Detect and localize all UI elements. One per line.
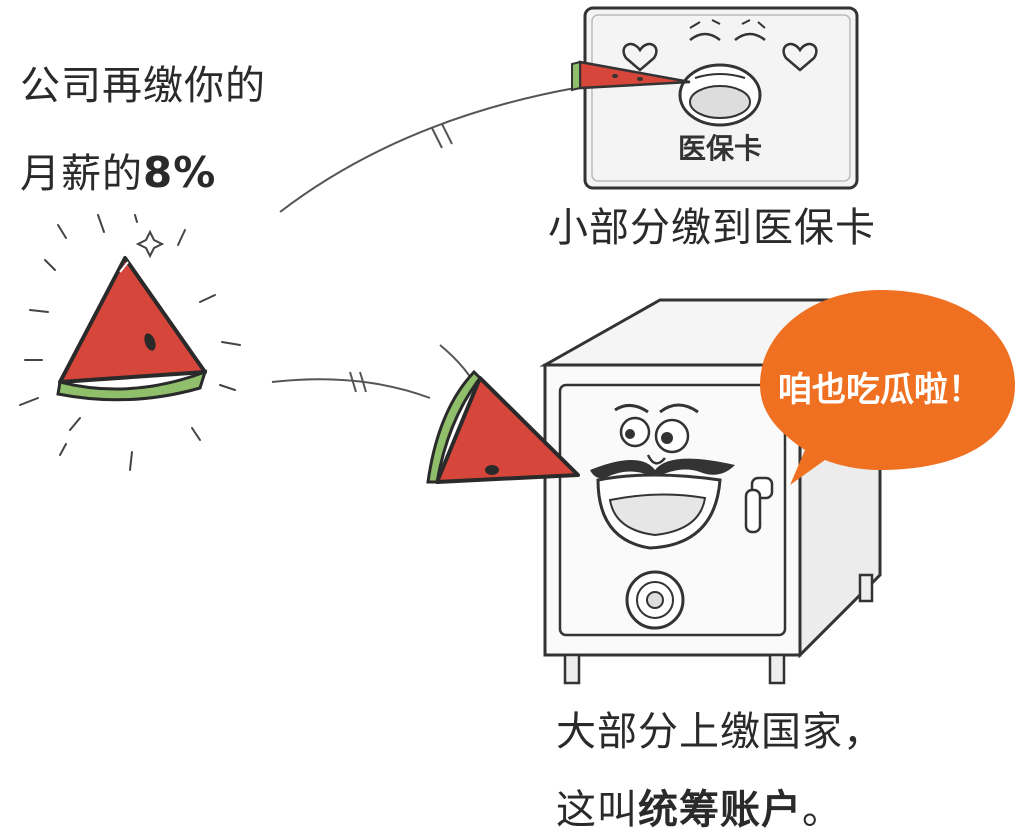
sparkle-icon (135, 229, 165, 259)
intro-line-2: 月薪的8% (20, 151, 216, 197)
heart-icon (622, 42, 658, 72)
heart-icon (782, 42, 818, 72)
bubble-text: 咱也吃瓜啦！ (778, 370, 982, 410)
card-label: 医保卡 (678, 132, 762, 165)
watermelon-slice-right (426, 369, 580, 484)
burst-lines (19, 214, 241, 471)
motion-arc-to-card (279, 87, 576, 213)
speech-bubble (760, 290, 1015, 485)
watermelon-slice-left (56, 256, 208, 402)
safe-caption-prefix: 这叫 (556, 787, 638, 833)
percent-value: 8% (143, 148, 217, 197)
safe-caption-suffix: 。 (802, 787, 843, 833)
medical-card (571, 6, 859, 190)
safe-caption-line-2: 这叫统筹账户。 (556, 790, 843, 830)
intro-line-2-prefix: 月薪的 (20, 151, 143, 197)
card-caption: 小部分缴到医保卡 (548, 205, 876, 251)
motion-arc-to-safe (271, 378, 431, 399)
intro-line-1: 公司再缴你的 (20, 63, 266, 109)
safe-caption-line-1: 大部分上缴国家， (556, 709, 884, 755)
pooled-account-term: 统筹账户 (638, 787, 802, 833)
